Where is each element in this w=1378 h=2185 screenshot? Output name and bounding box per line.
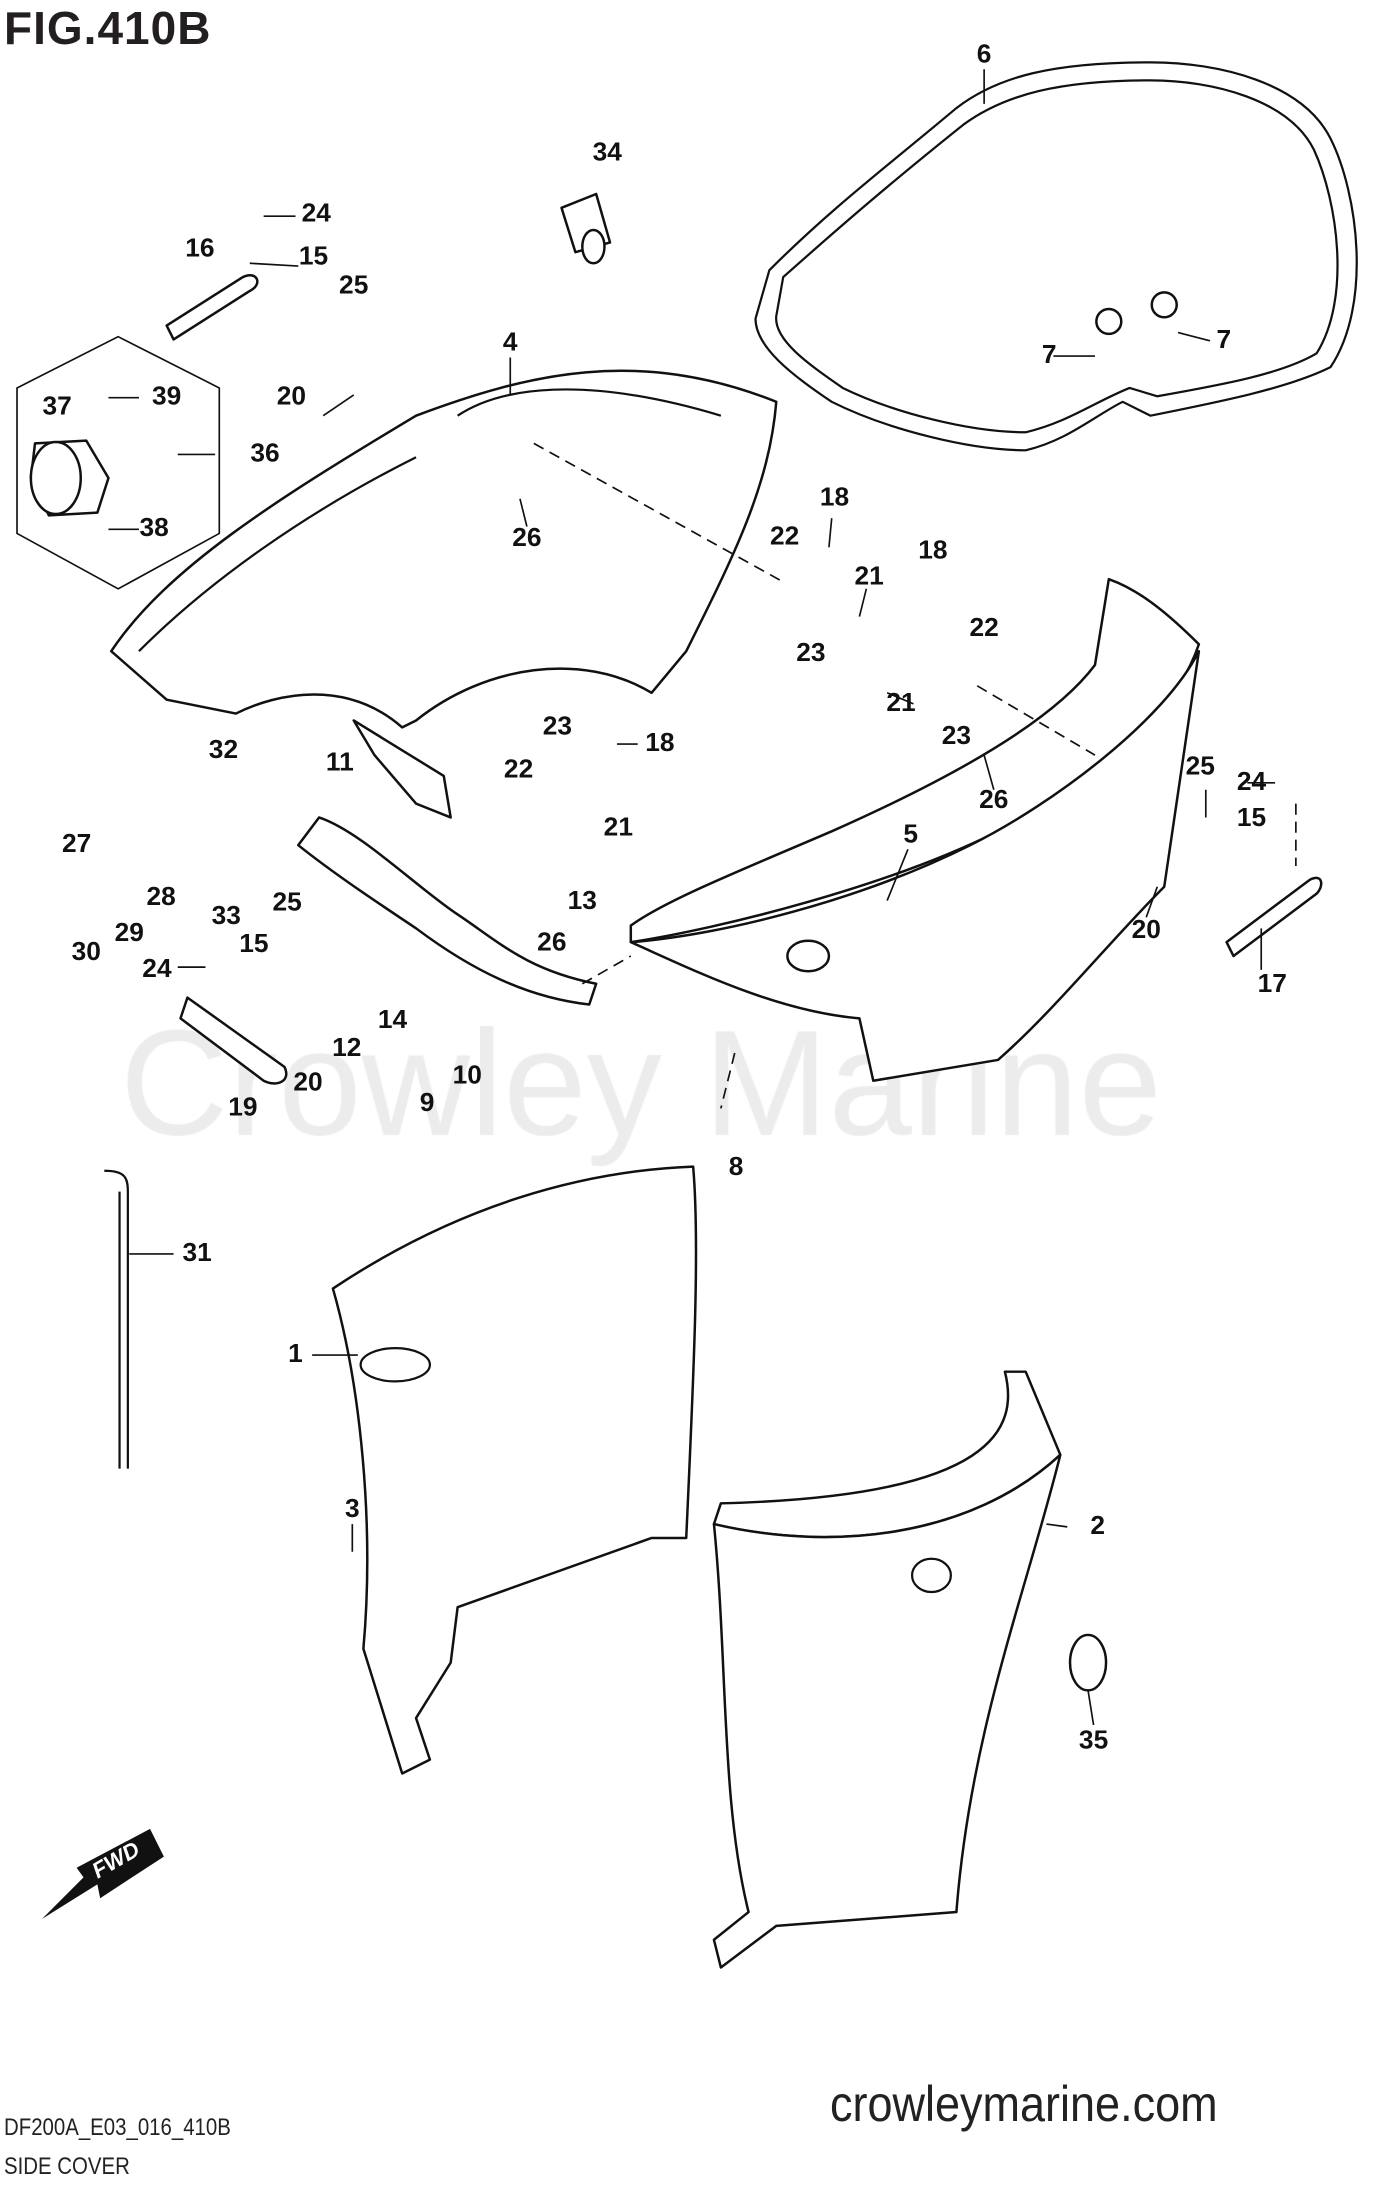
callout: 7 xyxy=(1216,324,1231,354)
callout: 22 xyxy=(504,753,533,783)
callout: 30 xyxy=(72,936,101,966)
callout: 23 xyxy=(796,637,825,667)
callout: 25 xyxy=(1186,751,1215,781)
part-latch-19 xyxy=(179,996,288,1085)
part-bracket xyxy=(297,816,598,1006)
callout: 22 xyxy=(770,521,799,551)
callout: 24 xyxy=(142,953,172,983)
callout: 24 xyxy=(302,198,332,228)
callout: 15 xyxy=(299,241,328,271)
diagram-title: SIDE COVER xyxy=(4,2153,130,2180)
callout: 7 xyxy=(1042,339,1057,369)
part-lower-cover xyxy=(629,577,1201,1082)
callout: 28 xyxy=(146,881,175,911)
callout: 20 xyxy=(277,381,306,411)
leader-lines xyxy=(108,69,1297,1726)
callout: 6 xyxy=(977,38,992,68)
callout: 2 xyxy=(1090,1510,1105,1540)
callout: 4 xyxy=(503,327,518,357)
callout: 11 xyxy=(326,746,354,776)
callout: 24 xyxy=(1237,766,1267,796)
callout: 25 xyxy=(273,886,302,916)
callout: 31 xyxy=(182,1237,211,1267)
callout: 1 xyxy=(288,1338,303,1368)
callout: 17 xyxy=(1258,968,1287,998)
diagram-code: DF200A_E03_016_410B xyxy=(4,2114,231,2141)
callout: 9 xyxy=(420,1087,435,1117)
callout: 23 xyxy=(942,720,971,750)
part-side-cover-stbd xyxy=(712,1370,1062,1969)
callout: 20 xyxy=(293,1066,322,1096)
callout: 18 xyxy=(645,727,674,757)
part-seal-ring xyxy=(754,61,1358,452)
callout: 14 xyxy=(378,1004,408,1034)
callout: 21 xyxy=(604,812,633,842)
part-cable-tie xyxy=(104,1169,129,1469)
callout: 34 xyxy=(593,137,623,167)
callout: 3 xyxy=(345,1493,360,1523)
callout: 18 xyxy=(918,534,947,564)
callout: 19 xyxy=(228,1091,257,1121)
callout: 5 xyxy=(903,818,918,848)
callout: 36 xyxy=(250,437,279,467)
callout: 16 xyxy=(185,232,214,262)
part-grommet xyxy=(560,192,612,265)
part-hose-group xyxy=(16,335,221,590)
callout: 29 xyxy=(115,917,144,947)
callout: 13 xyxy=(568,885,597,915)
callout: 38 xyxy=(140,512,169,542)
site-label: crowleymarine.com xyxy=(830,2076,1218,2132)
callout: 21 xyxy=(886,687,915,717)
part-latch-16 xyxy=(165,274,259,341)
callout: 18 xyxy=(820,482,849,512)
figure-title: FIG.410B xyxy=(4,2,212,54)
callout: 8 xyxy=(729,1151,744,1181)
callout: 32 xyxy=(209,734,238,764)
callout: 10 xyxy=(453,1060,482,1090)
callout: 12 xyxy=(332,1032,361,1062)
fwd-arrow: FWD xyxy=(41,1828,164,1919)
callout: 26 xyxy=(512,522,541,552)
callout: 15 xyxy=(239,928,268,958)
part-upper-cover xyxy=(109,369,778,819)
callout: 20 xyxy=(1132,914,1161,944)
callout: 39 xyxy=(152,381,181,411)
callout: 26 xyxy=(537,927,566,957)
part-clip xyxy=(1068,1633,1108,1692)
callout: 21 xyxy=(854,561,883,591)
callout: 15 xyxy=(1237,802,1266,832)
callout: 23 xyxy=(543,710,572,740)
callout: 25 xyxy=(339,270,368,300)
callout: 33 xyxy=(212,900,241,930)
part-latch-17 xyxy=(1225,876,1323,958)
callout: 37 xyxy=(43,390,72,420)
callout: 27 xyxy=(62,828,91,858)
part-side-cover-port xyxy=(331,1165,698,1775)
callout: 26 xyxy=(979,784,1008,814)
callout: 35 xyxy=(1079,1725,1108,1755)
callouts: 6 34 24 16 15 25 4 37 39 36 38 20 7 7 26… xyxy=(43,38,1287,1754)
callout: 22 xyxy=(969,612,998,642)
